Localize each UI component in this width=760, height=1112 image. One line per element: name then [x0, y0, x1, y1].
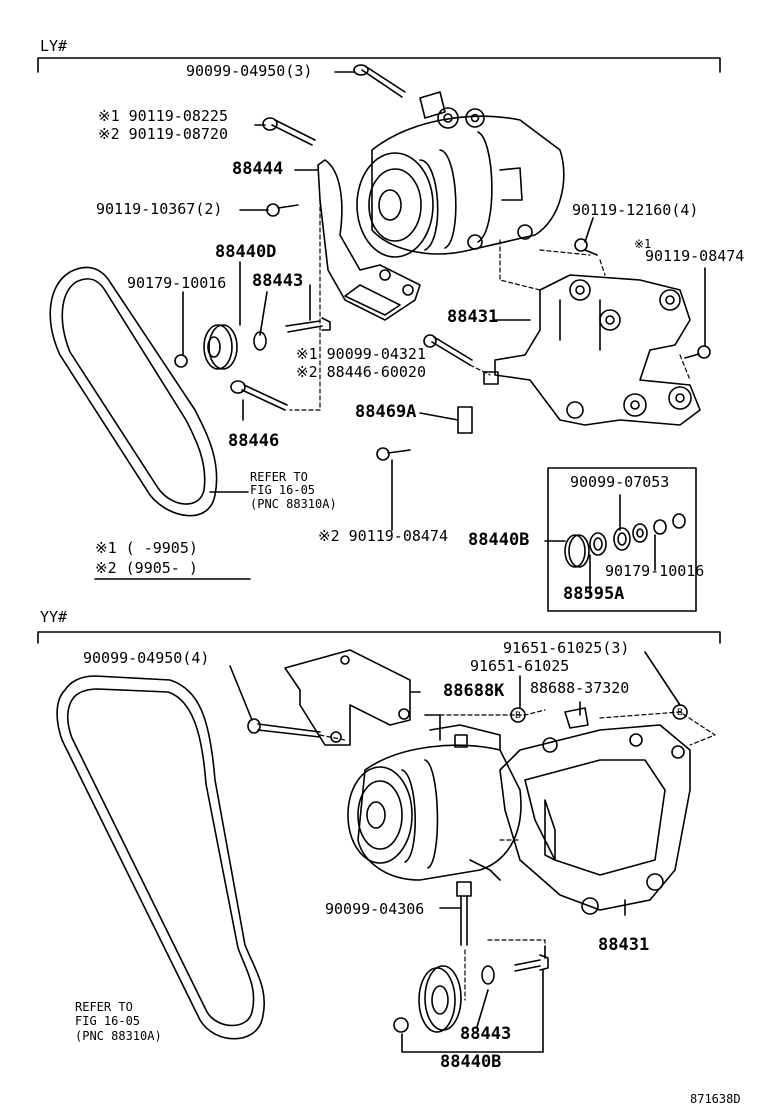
ly-inset-label-10016: 90179-10016 [605, 562, 705, 580]
ly-label-mark1-bolt: ※1 90119-08225 [98, 107, 228, 125]
yy-bracket-88688k [284, 649, 411, 746]
ly-inset-label-07053: 90099-07053 [570, 473, 670, 491]
ly-label-mark2-60020: ※2 88446-60020 [296, 363, 426, 381]
yy-label-bolt-04306: 90099-04306 [325, 900, 425, 918]
yy-bolt-04306 [456, 881, 472, 946]
ly-bolt-10367 [266, 203, 299, 217]
yy-label-nut-61025: 91651-61025 [470, 657, 570, 675]
ly-v-belt [49, 266, 218, 517]
ly-label-88443: 88443 [252, 271, 304, 291]
yy-label-88440b: 88440B [440, 1052, 502, 1072]
ly-bolt-04321 [423, 334, 473, 366]
yy-label-clip-37320: 88688-37320 [530, 679, 630, 697]
ly-note-2: ※2 (9905- ) [95, 559, 198, 577]
ly-bracket-88431 [483, 274, 701, 426]
ly-label-bolt-top: 90099-04950(3) [186, 62, 313, 80]
yy-refer-line1: REFER TO [75, 1000, 133, 1014]
ly-label-bolt-08474: 90119-08474 [645, 247, 745, 265]
yy-idler-pulley [393, 954, 549, 1033]
yy-compressor [347, 714, 522, 881]
ly-inset-box [547, 467, 697, 612]
ly-label-mark1-08474: ※1 [634, 237, 652, 251]
ly-note-1: ※1 ( -9905) [95, 539, 198, 557]
ly-compressor [356, 91, 565, 258]
ly-bolt-08474-bottom [376, 447, 411, 461]
ly-label-bolt-10367: 90119-10367(2) [96, 200, 223, 218]
ly-label-bolt-12160: 90119-12160(4) [572, 201, 699, 219]
yy-section-header: YY# [40, 608, 68, 626]
ly-bolt-12160 [574, 238, 598, 256]
yy-label-88431: 88431 [598, 935, 650, 955]
yy-label-nut-61025-3: 91651-61025(3) [503, 639, 630, 657]
ly-label-88440b: 88440B [468, 530, 530, 550]
yy-label-bolt-04950-4: 90099-04950(4) [83, 649, 210, 667]
yy-clip-37320 [564, 707, 589, 729]
ly-label-mark2-bottom: ※2 90119-08474 [318, 527, 448, 545]
yy-label-88443: 88443 [460, 1024, 512, 1044]
ly-bolt-88446 [230, 380, 288, 411]
yy-bolt-04950 [247, 718, 321, 738]
ly-refer-line3: (PNC 88310A) [250, 497, 337, 511]
ly-label-88469a: 88469A [355, 402, 417, 422]
yy-circle-b-2: B [677, 708, 683, 718]
footer-code: 871638D [690, 1092, 741, 1106]
ly-inset-bearing-set [544, 494, 686, 596]
ly-label-nut-10016: 90179-10016 [127, 274, 227, 292]
ly-label-88446: 88446 [228, 431, 280, 451]
ly-bracket-88444 [317, 159, 421, 321]
yy-label-88688k: 88688K [443, 681, 505, 701]
ly-section-bracket [37, 57, 721, 73]
ly-refer-line2: FIG 16-05 [250, 483, 316, 497]
ly-bolt-08225 [262, 117, 316, 146]
yy-refer-line2: FIG 16-05 [75, 1014, 141, 1028]
ly-section-header: LY# [40, 37, 68, 55]
ly-plate-88469a [457, 406, 473, 434]
ly-refer-line1: REFER TO [250, 470, 308, 484]
ly-label-88440d: 88440D [215, 242, 277, 262]
yy-refer-line3: (PNC 88310A) [75, 1029, 162, 1043]
yy-circle-b-1: B [515, 711, 521, 721]
ly-label-88444: 88444 [232, 159, 284, 179]
yy-section-bracket [37, 631, 721, 644]
yy-bracket-88431 [499, 724, 691, 915]
ly-bolt-08474-right [684, 345, 711, 359]
ly-label-mark2-bolt: ※2 90119-08720 [98, 125, 228, 143]
ly-inset-label-88595a: 88595A [563, 584, 625, 604]
ly-bolt-top [353, 64, 406, 98]
yy-v-belt [56, 675, 266, 1040]
ly-label-mark1-04321: ※1 90099-04321 [296, 345, 426, 363]
ly-label-88431: 88431 [447, 307, 499, 327]
